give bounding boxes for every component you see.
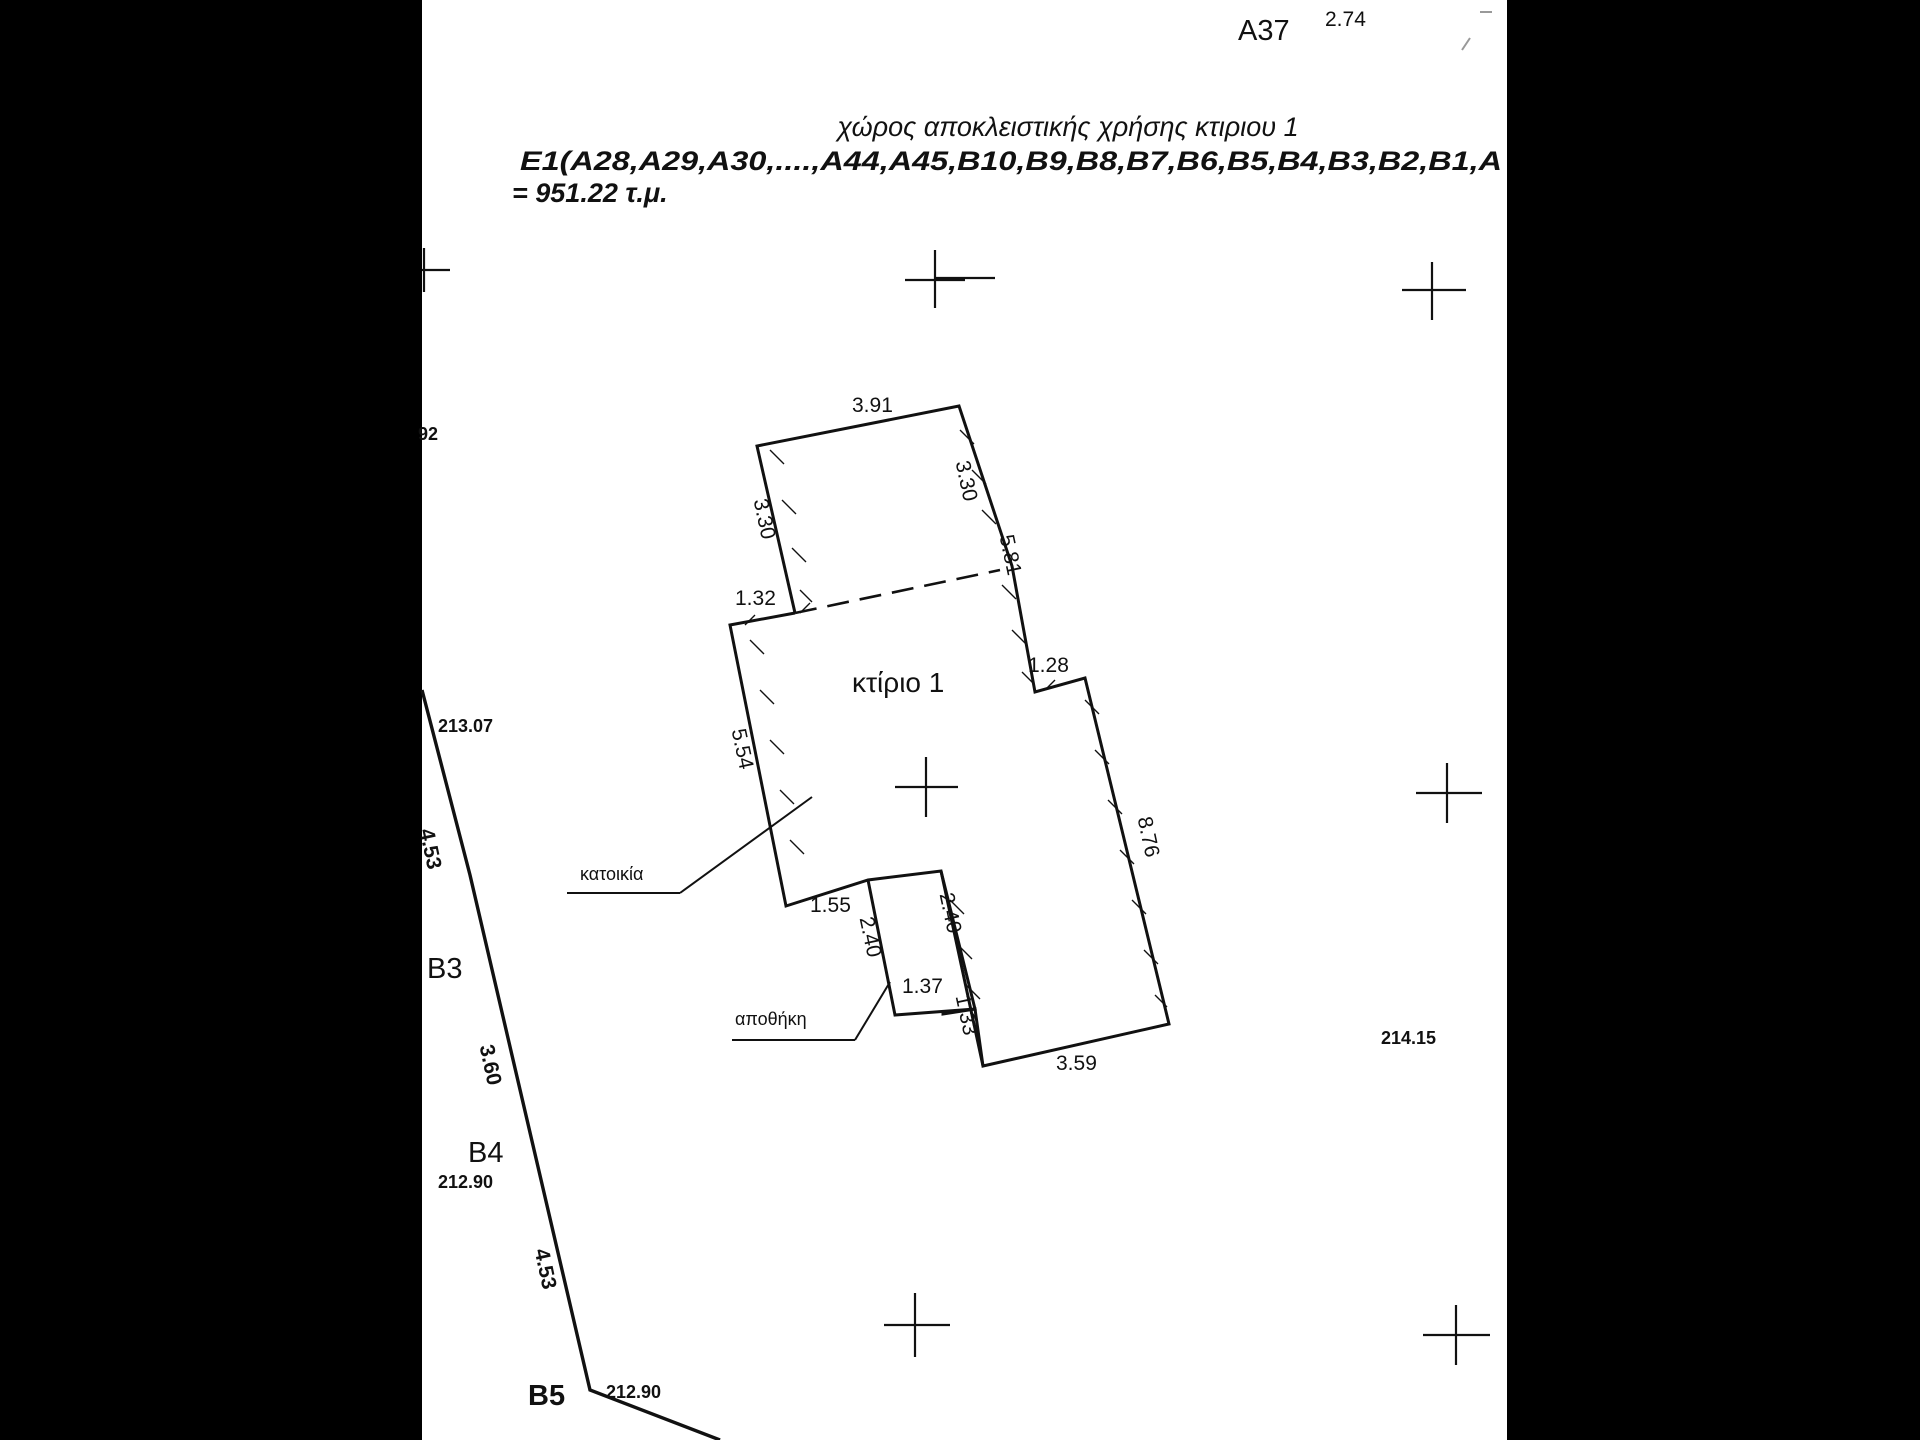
building-outline (728, 404, 1171, 1068)
dim-bottom: 3.59 (1056, 1052, 1097, 1075)
corner-distance: 2.74 (1325, 8, 1366, 31)
dim-left-step: 1.32 (735, 587, 776, 610)
edge-mark (1461, 11, 1492, 51)
point-b5: B5 (528, 1380, 565, 1412)
point-b4: B4 (468, 1137, 503, 1169)
hatch-edges (744, 602, 1056, 691)
building-name: κτίριο 1 (852, 667, 944, 698)
dim-storage-bottom: 1.37 (902, 975, 943, 998)
grid-crosses (422, 248, 1490, 1365)
hatch-left (749, 639, 805, 855)
grid-cross (1402, 262, 1466, 320)
corner-point-label: A37 (1238, 15, 1290, 47)
dim-right-step: 1.28 (1028, 654, 1069, 677)
header-points-line: E1(A28,A29,A30,....,A44,A45,B10,B9,B8,B7… (520, 146, 1502, 176)
storage-outline (866, 870, 977, 1017)
edge-fragment: 92 (418, 424, 438, 444)
dashed-division (794, 568, 1001, 615)
header-area: = 951.22 τ.μ. (512, 178, 668, 208)
grid-cross-partial (422, 248, 450, 292)
hatch-storage (949, 899, 981, 1000)
grid-cross (905, 250, 965, 308)
grid-cross (1423, 1305, 1490, 1365)
hatch-right (1084, 699, 1168, 1008)
header-title: χώρος αποκλειστικής χρήσης κτιριου 1 (835, 112, 1298, 142)
label-residence: κατοικία (580, 864, 643, 884)
right-elevation: 214.15 (1381, 1028, 1436, 1048)
hatch-upper-left (769, 449, 813, 603)
parcel-boundary (420, 689, 721, 1440)
leader-storage (854, 981, 891, 1041)
hatch-upper-right (959, 429, 1035, 685)
point-b3: B3 (427, 953, 462, 985)
dim-bottom-left: 1.55 (810, 894, 851, 917)
grid-cross (1416, 763, 1482, 823)
dim-top: 3.91 (852, 394, 893, 417)
point-b5-elevation: 212.90 (606, 1382, 661, 1402)
leader-residence (679, 796, 813, 894)
boundary-top-elevation: 213.07 (438, 716, 493, 736)
grid-cross (884, 1293, 950, 1357)
point-b4-elevation: 212.90 (438, 1172, 493, 1192)
grid-cross (895, 757, 958, 817)
label-storage: αποθήκη (735, 1009, 807, 1029)
wall-hatching (744, 429, 1168, 1008)
paper-sheet (422, 0, 1507, 1440)
